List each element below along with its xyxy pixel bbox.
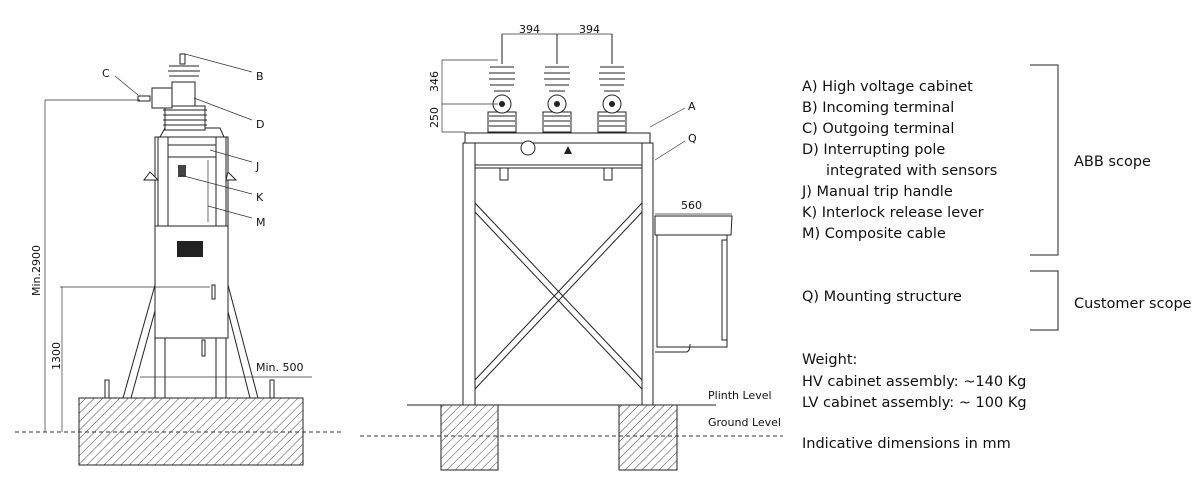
dim-min-clearance: Min. 500	[256, 361, 304, 374]
legend-item-a: A) High voltage cabinet	[802, 79, 973, 95]
foundation-right	[618, 404, 678, 471]
front-view: 394 394 346 250 560 A Q Plinth Level Gro…	[360, 23, 783, 471]
label-j: J	[255, 160, 259, 173]
label-k: K	[256, 191, 264, 204]
legend-item-q: Q) Mounting structure	[802, 289, 962, 305]
dimensions-note: Indicative dimensions in mm	[802, 436, 1011, 452]
label-d: D	[256, 118, 264, 131]
plinth-level-label: Plinth Level	[708, 389, 772, 402]
legend-item-d: D) Interrupting pole	[802, 142, 945, 158]
label-q: Q	[688, 132, 697, 145]
legend-item-b: B) Incoming terminal	[802, 100, 954, 116]
bushings	[487, 34, 627, 133]
foundation-left	[440, 404, 499, 471]
legend: A) High voltage cabinet B) Incoming term…	[801, 64, 1192, 452]
label-c: C	[102, 67, 110, 80]
label-b: B	[256, 70, 264, 83]
dim-cabinet-height: 1300	[50, 342, 63, 370]
side-view: Min.2900 1300 Min. 500 C B D J K M	[15, 53, 342, 466]
abb-scope-bracket	[1030, 64, 1059, 256]
dim-pitch-1: 394	[519, 23, 540, 36]
dim-lv-width: 560	[681, 199, 702, 212]
legend-item-c: C) Outgoing terminal	[802, 121, 954, 137]
label-m: M	[256, 216, 266, 229]
weight-hv: HV cabinet assembly: ~140 Kg	[802, 374, 1026, 390]
legend-item-k: K) Interlock release lever	[802, 205, 984, 221]
ground-level-label: Ground Level	[708, 416, 781, 429]
customer-scope-label: Customer scope	[1074, 296, 1192, 312]
dim-bushing-upper: 346	[428, 71, 441, 92]
abb-scope-label: ABB scope	[1074, 154, 1151, 170]
label-a: A	[688, 100, 696, 113]
weight-lv: LV cabinet assembly: ~ 100 Kg	[802, 395, 1027, 411]
weight-title: Weight:	[802, 352, 857, 368]
dim-bushing-lower: 250	[428, 107, 441, 128]
dim-pitch-2: 394	[579, 23, 600, 36]
hv-cabinet-top	[464, 132, 651, 144]
legend-item-m: M) Composite cable	[802, 226, 946, 242]
legend-item-d-cont: integrated with sensors	[826, 163, 997, 179]
customer-scope-bracket	[1030, 270, 1059, 331]
lv-cabinet-roof	[654, 215, 733, 236]
lv-cabinet	[656, 234, 728, 348]
legend-item-j: J) Manual trip handle	[801, 184, 953, 200]
dim-min-height: Min.2900	[30, 245, 43, 296]
